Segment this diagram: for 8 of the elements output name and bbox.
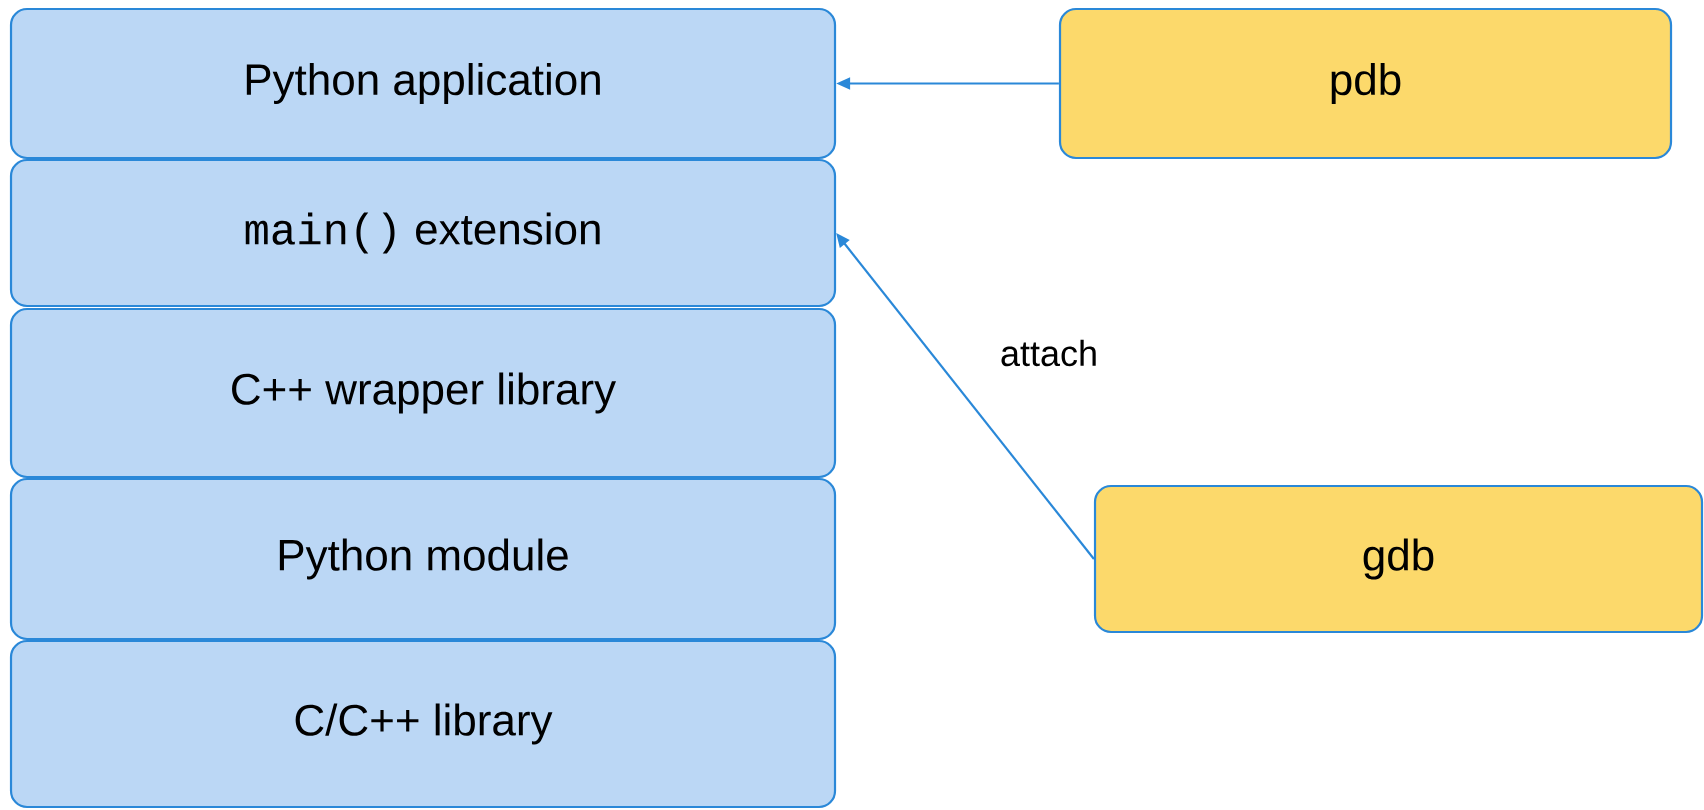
edge-label: attach [998, 337, 1101, 369]
layer-box: Python application [9, 7, 837, 160]
debugger-box: pdb [1058, 7, 1673, 160]
layer-box: C/C++ library [9, 639, 837, 809]
layer-box: main() extension [9, 158, 837, 308]
layer-box: C++ wrapper library [9, 307, 837, 479]
layer-box: Python module [9, 477, 837, 641]
debugger-box: gdb [1093, 484, 1704, 634]
